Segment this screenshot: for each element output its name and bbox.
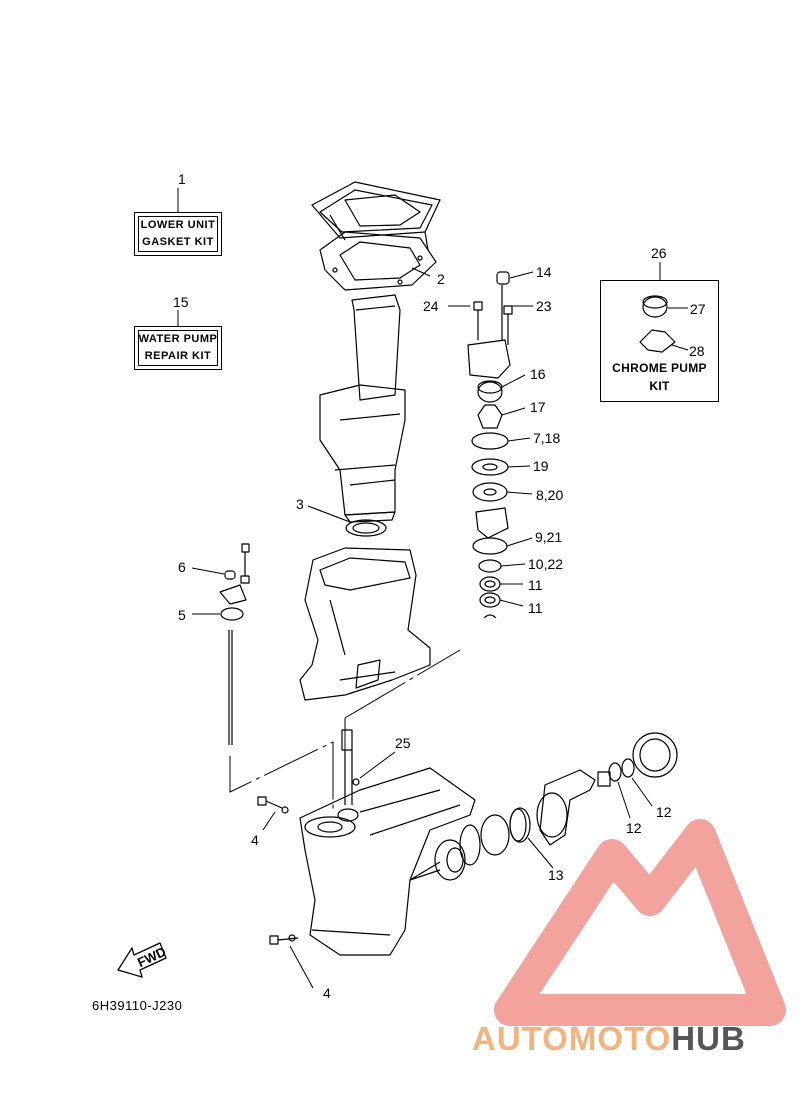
lower-unit-gasket-kit-box: LOWER UNIT GASKET KIT: [134, 212, 222, 256]
callout-12b: 12: [626, 820, 642, 836]
gasket-kit-line1: LOWER UNIT: [140, 219, 216, 231]
callout-8-20: 8,20: [536, 487, 564, 503]
gear-case-part: [299, 767, 476, 956]
callout-9-21: 9,21: [535, 529, 563, 545]
prop-shaft-gears: [409, 808, 527, 881]
chrome-kit-line2: KIT: [649, 379, 670, 393]
callout-6: 6: [178, 559, 186, 575]
gasket-kit-line2: GASKET KIT: [142, 236, 214, 248]
callout-17: 17: [530, 399, 546, 415]
callout-23: 23: [536, 298, 552, 314]
chrome-kit-parts: [639, 295, 676, 353]
callout-3: 3: [296, 496, 304, 512]
callout-14: 14: [536, 264, 552, 280]
oring-13: [509, 807, 531, 843]
callout-4b: 4: [323, 985, 331, 1001]
water-pump-kit-line1: WATER PUMP: [138, 333, 218, 345]
callout-24: 24: [423, 298, 439, 314]
callout-19: 19: [533, 458, 549, 474]
callout-kit-1: 1: [178, 171, 186, 187]
callout-11b: 11: [528, 600, 543, 616]
callout-16: 16: [530, 366, 546, 382]
watermark-logo: [494, 819, 786, 1026]
water-pump-kit-line2: REPAIR KIT: [144, 350, 212, 362]
chrome-kit-line1: CHROME PUMP: [612, 361, 707, 375]
callout-10-22: 10,22: [528, 556, 564, 572]
lower-casing-upper: [299, 547, 431, 701]
drive-shaft-part: [337, 729, 360, 822]
diagram-code: 6H39110-J230: [92, 998, 183, 1013]
watermark-brand: AUTOMOTOHUB: [472, 1020, 746, 1058]
seal-part-3: [345, 519, 387, 537]
upper-casing: [319, 294, 406, 523]
callout-5: 5: [178, 607, 186, 623]
callout-13: 13: [548, 867, 564, 883]
bolt-4-upper: [257, 796, 289, 814]
chrome-pump-kit-box: CHROME PUMP KIT: [600, 280, 719, 402]
fwd-label: FWD: [135, 944, 168, 970]
watermark-part1: AUTOMOTO: [472, 1020, 672, 1057]
callout-25: 25: [395, 735, 411, 751]
leader-line: [411, 267, 431, 277]
callout-28: 28: [689, 343, 705, 359]
pump-leaders: [448, 271, 534, 607]
callout-11a: 11: [528, 577, 543, 593]
watermark-part2: HUB: [671, 1020, 746, 1057]
bolt-4-lower: [269, 934, 299, 945]
callout-12a: 12: [656, 804, 672, 820]
callout-kit-26: 26: [651, 245, 667, 261]
shift-rod-part: [219, 543, 250, 745]
fwd-arrow-icon: FWD: [117, 942, 168, 978]
callout-27: 27: [690, 301, 706, 317]
top-cover-part: [311, 181, 441, 291]
callout-kit-15: 15: [173, 294, 189, 310]
callout-7-18: 7,18: [533, 430, 561, 446]
callout-2: 2: [437, 271, 445, 287]
water-pump-repair-kit-box: WATER PUMP REPAIR KIT: [134, 326, 222, 370]
bearing-housing: [536, 732, 678, 846]
callout-4a: 4: [251, 832, 259, 848]
